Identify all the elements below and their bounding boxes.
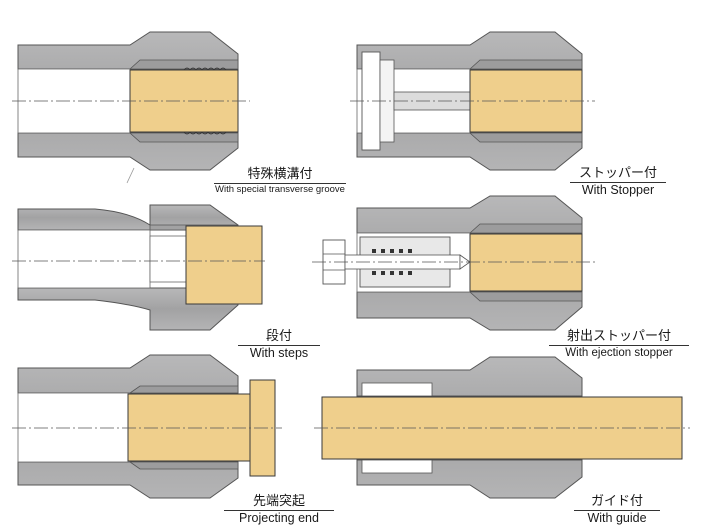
collet-steps (12, 204, 265, 331)
label-steps-en: With steps (238, 345, 320, 361)
label-steps-jp: 段付 (265, 329, 292, 344)
label-guide-en: With guide (574, 510, 660, 526)
label-ejection-stopper-en: With ejection stopper (549, 345, 689, 360)
workpiece (185, 225, 263, 305)
collet-ejection-stopper (312, 195, 595, 331)
collet-projecting-end (12, 354, 282, 499)
label-ejection-stopper-jp: 射出ストッパー付 (566, 329, 671, 344)
label-stopper: ストッパー付 With Stopper (570, 166, 666, 198)
label-special-groove-en: With special transverse groove (214, 183, 346, 196)
label-stopper-jp: ストッパー付 (578, 166, 657, 181)
label-ejection-stopper: 射出ストッパー付 With ejection stopper (549, 329, 689, 360)
label-projecting-end-en: Projecting end (224, 510, 334, 526)
label-guide: ガイド付 With guide (574, 494, 660, 526)
label-steps: 段付 With steps (238, 329, 320, 361)
label-stopper-en: With Stopper (570, 182, 666, 198)
collet-taper (128, 59, 239, 70)
label-projecting-end-jp: 先端突起 (252, 494, 305, 509)
workpiece (127, 393, 251, 462)
collet-special-groove (12, 31, 250, 184)
label-special-groove-jp: 特殊横溝付 (247, 167, 313, 182)
label-special-groove: 特殊横溝付 With special transverse groove (214, 167, 346, 196)
label-guide-jp: ガイド付 (590, 494, 643, 509)
transverse-grooves (183, 67, 227, 135)
workpiece (469, 233, 583, 292)
collet-guide (314, 356, 690, 499)
spring (372, 249, 412, 275)
collet-stopper (350, 31, 595, 171)
guide-insert (361, 382, 433, 397)
label-projecting-end: 先端突起 Projecting end (224, 494, 334, 526)
